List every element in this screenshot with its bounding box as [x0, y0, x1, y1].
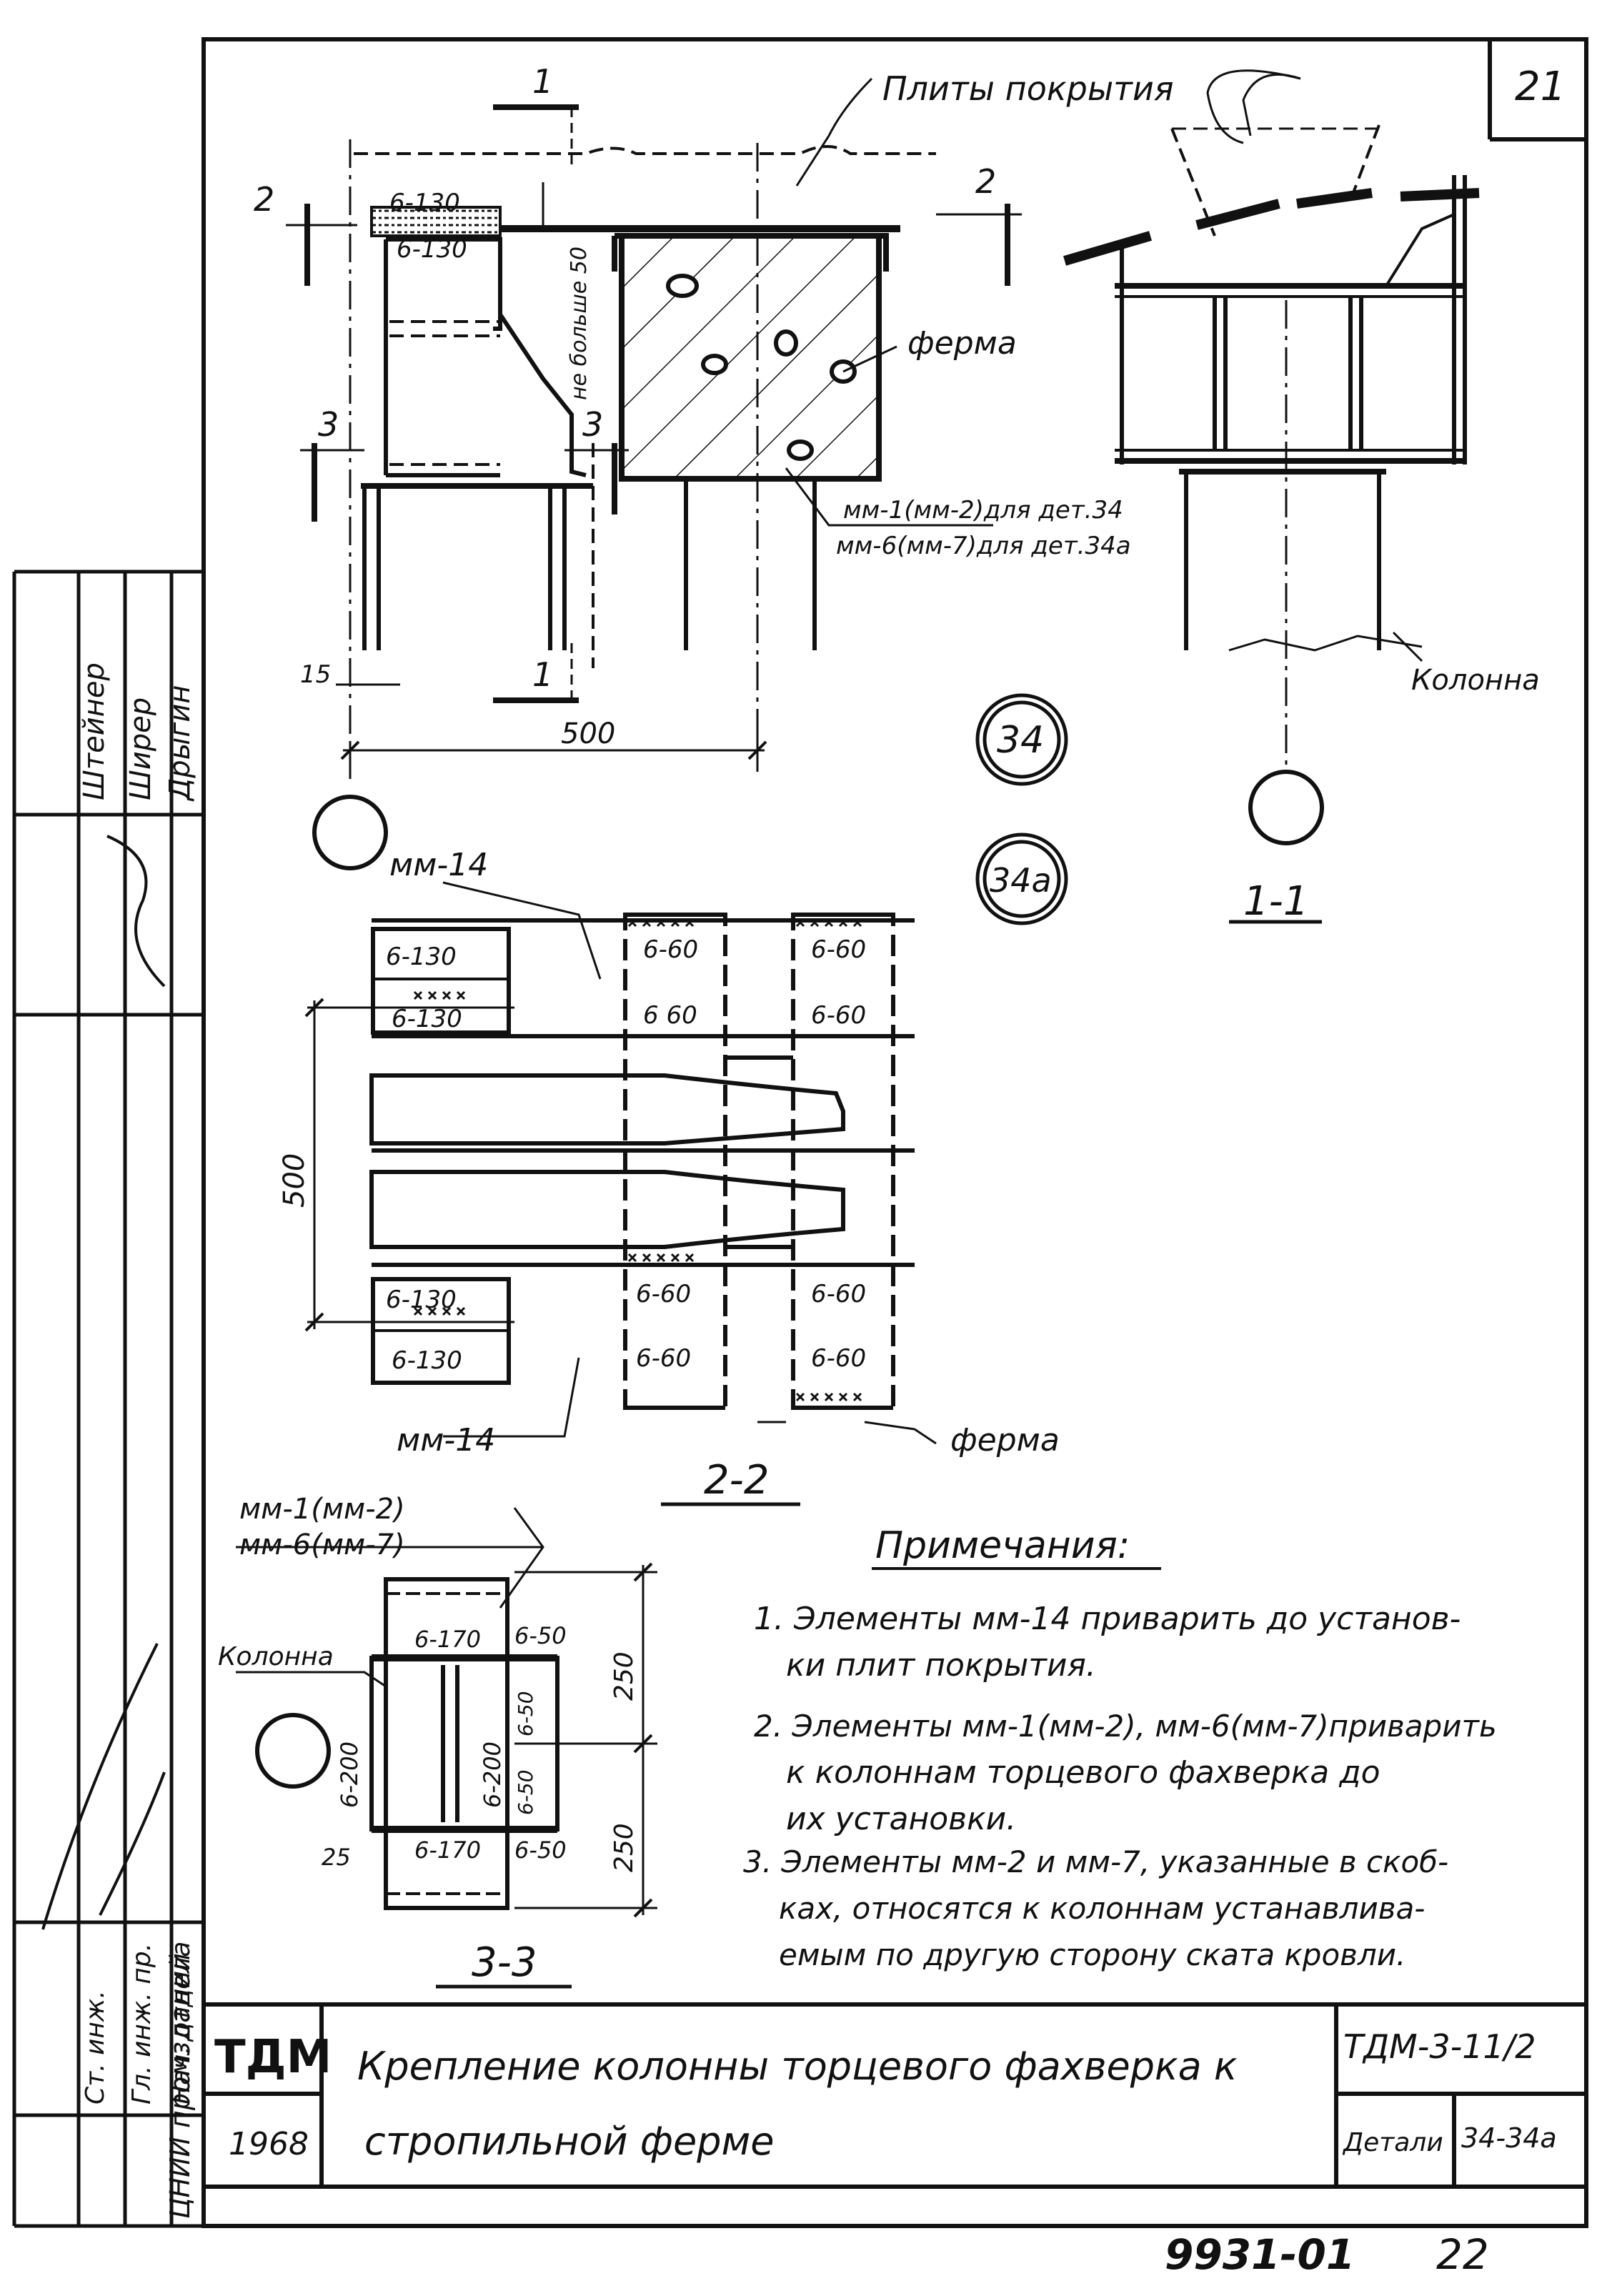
- note-line-8: емым по другую сторону ската кровли.: [779, 1937, 1405, 1972]
- weld-6-60-3: 6 60: [643, 1001, 697, 1030]
- stamp-role-1: Нач. отдела: [166, 1942, 196, 2104]
- title-line-2: стропильной ферме: [364, 2119, 774, 2164]
- detail-markers: [975, 693, 1068, 925]
- weld-6-200-b: 6-200: [479, 1741, 506, 1808]
- section-cut-1-bottom: 1: [532, 655, 553, 694]
- stamp-name-1: Дрыгин: [164, 685, 196, 802]
- weld-6-130-c: 6-130: [386, 943, 457, 971]
- note-line-2: ки плит покрытия.: [786, 1647, 1096, 1684]
- sheet-number: 21: [1515, 64, 1566, 110]
- details-label: Детали: [1342, 2128, 1443, 2157]
- dim-500-elevation: 500: [561, 717, 615, 750]
- section-title-3-3: 3-3: [472, 1939, 537, 1986]
- stamp-org: ЦНИИ промзданий: [164, 1953, 196, 2219]
- label-roof-slabs: Плиты покрытия: [882, 69, 1174, 108]
- doc-code: ТДМ-3-11/2: [1343, 2027, 1536, 2066]
- weld-6-60-8: 6-60: [811, 1344, 866, 1373]
- archive-number: 9931-01: [1165, 2230, 1355, 2279]
- dim-250-b: 250: [610, 1823, 639, 1872]
- section-cut-3-left: 3: [318, 405, 339, 444]
- dim-250-a: 250: [610, 1651, 639, 1701]
- section-cut-2-right: 2: [975, 162, 996, 201]
- label-truss-top: ферма: [907, 325, 1017, 362]
- weld-6-200-a: 6-200: [336, 1741, 363, 1808]
- note-line-6: 3. Элементы мм-2 и мм-7, указанные в ско…: [743, 1844, 1448, 1879]
- section-3-3-view: [236, 1507, 657, 1918]
- label-mm14-top: мм-14: [389, 847, 488, 883]
- section-title-1-1: 1-1: [1243, 878, 1308, 925]
- weld-6-50-d: 6-50: [514, 1769, 537, 1815]
- label-not-more-50: не больше 50: [567, 247, 592, 400]
- weld-6-50-b: 6-50: [514, 1837, 567, 1864]
- label-mm14-bottom: мм-14: [397, 1422, 495, 1458]
- note-line-4: к колоннам торцевого фахверка до: [786, 1754, 1380, 1791]
- stamp-name-2: Ширер: [124, 697, 157, 800]
- section-1-1-view: [1063, 69, 1480, 845]
- section-cut-1-top: 1: [532, 62, 553, 101]
- label-mm6-det34a: мм-6(мм-7)для дет.34а: [836, 532, 1131, 560]
- detail-34a-label: 34а: [990, 861, 1052, 900]
- dim-500-plan: 500: [278, 1153, 311, 1208]
- weld-6-60-1: 6-60: [643, 935, 698, 964]
- weld-6-130-e: 6-130: [386, 1286, 457, 1314]
- weld-6-170-b: 6-170: [414, 1837, 481, 1864]
- title-line-1: Крепление колонны торцевого фахверка к: [357, 2044, 1238, 2089]
- dim-15: 15: [300, 660, 331, 689]
- note-line-3: 2. Элементы мм-1(мм-2), мм-6(мм-7)привар…: [754, 1709, 1497, 1744]
- weld-6-60-5: 6-60: [636, 1280, 691, 1308]
- weld-6-170-a: 6-170: [414, 1626, 481, 1653]
- note-line-5: их установки.: [786, 1801, 1016, 1837]
- label-mm1-det34: мм-1(мм-2)для дет.34: [843, 496, 1123, 525]
- stamp-name-3: Штейнер: [78, 662, 111, 800]
- weld-6-130-d: 6-130: [392, 1005, 462, 1033]
- note-line-7: ках, относятся к колоннам устанавлива-: [779, 1891, 1425, 1926]
- label-mm6-33: мм-6(мм-7): [239, 1529, 405, 1561]
- detail-34-label: 34: [997, 719, 1044, 762]
- side-stamp: [12, 570, 204, 2228]
- weld-6-60-6: 6-60: [811, 1280, 866, 1308]
- notes-heading: Примечания:: [875, 1524, 1130, 1567]
- weld-6-60-7: 6-60: [636, 1344, 691, 1373]
- weld-6-50-c: 6-50: [514, 1691, 537, 1736]
- stamp-role-2: Гл. инж. пр.: [127, 1943, 156, 2104]
- weld-6-130-a: 6-130: [389, 189, 460, 217]
- title-block-org: ТДМ: [214, 2031, 332, 2084]
- title-block: [204, 2004, 1586, 2189]
- title-block-year: 1968: [229, 2126, 309, 2162]
- label-mm1-33: мм-1(мм-2): [239, 1493, 405, 1526]
- weld-6-130-f: 6-130: [392, 1346, 462, 1375]
- weld-6-50-a: 6-50: [514, 1622, 567, 1649]
- section-cut-2-left: 2: [254, 180, 274, 219]
- weld-6-130-b: 6-130: [397, 235, 467, 264]
- details-value: 34-34а: [1461, 2122, 1557, 2154]
- dim-25: 25: [322, 1844, 351, 1871]
- elevation-view: [286, 77, 1022, 870]
- weld-6-60-4: 6-60: [811, 1001, 866, 1030]
- section-2-2-view: [304, 881, 937, 1445]
- section-cut-3-right: 3: [582, 405, 603, 444]
- label-column-right: Колонна: [1411, 664, 1540, 697]
- weld-marks-2-2: [413, 918, 862, 1402]
- page-number: 22: [1436, 2230, 1489, 2279]
- note-line-1: 1. Элементы мм-14 приварить до установ-: [754, 1601, 1461, 1637]
- weld-6-60-2: 6-60: [811, 935, 866, 964]
- label-truss-bottom: ферма: [950, 1422, 1060, 1458]
- drawing-frame: [201, 37, 1588, 2228]
- section-title-2-2: 2-2: [704, 1457, 769, 1504]
- stamp-role-3: Ст. инж.: [81, 1990, 110, 2104]
- label-column-left: Колонна: [218, 1642, 334, 1671]
